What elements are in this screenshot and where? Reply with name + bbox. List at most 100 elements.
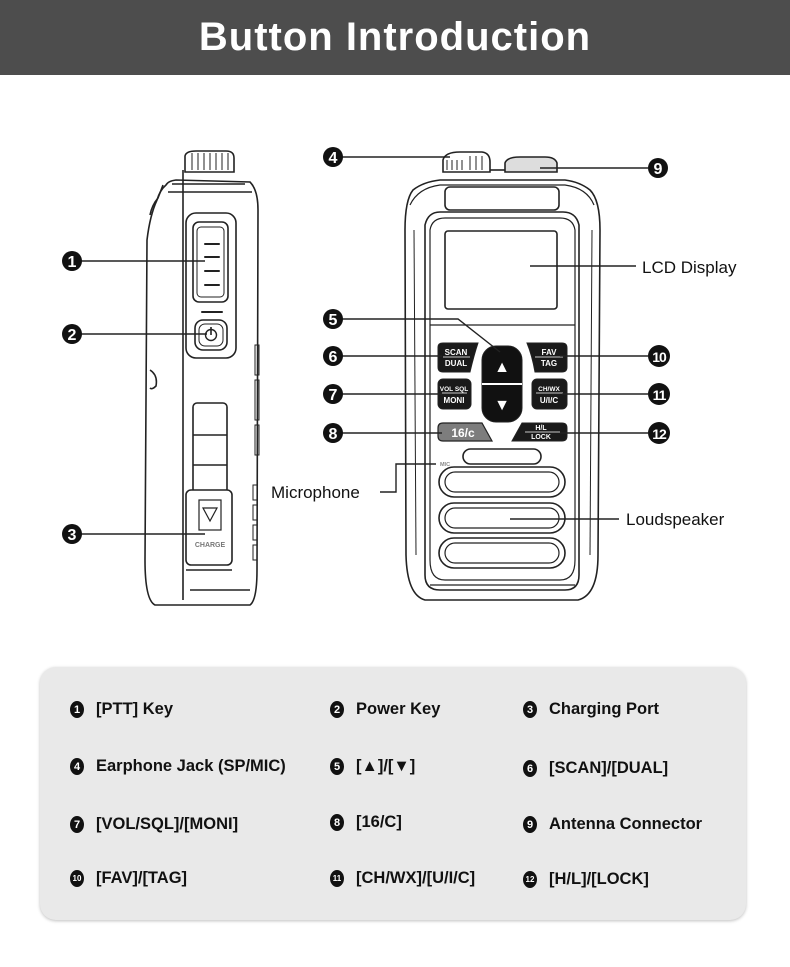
- legend-item-9: 9 Antenna Connector: [523, 815, 702, 834]
- charge-port-cover: [185, 489, 233, 566]
- vol-sql-label: VOL SQL: [440, 386, 468, 393]
- legend-number: 10: [70, 870, 84, 887]
- moni-label: MONI: [444, 396, 465, 405]
- microphone-label: Microphone: [271, 483, 360, 502]
- svg-text:3: 3: [68, 527, 77, 544]
- legend-label: [FAV]/[TAG]: [96, 869, 188, 887]
- legend-label: Power Key: [356, 700, 441, 718]
- legend-number: 1: [70, 701, 84, 718]
- legend-label: [H/L]/[LOCK]: [549, 870, 649, 888]
- legend-number: 3: [523, 701, 537, 718]
- lcd-display-label: LCD Display: [642, 258, 737, 277]
- legend-item-1: 1 [PTT] Key: [70, 700, 173, 719]
- callout-badges: 1 2 3 4 9 5 6 7 8 10 11 12: [62, 147, 670, 544]
- callout-lines: [80, 156, 648, 535]
- callout-9: 9: [648, 158, 668, 178]
- svg-text:5: 5: [329, 312, 338, 329]
- callout-6: 6: [323, 346, 343, 366]
- legend-number: 12: [523, 871, 537, 888]
- speaker-slot-2: [438, 502, 566, 534]
- callout-4: 4: [323, 147, 343, 167]
- legend-item-12: 12 [H/L]/[LOCK]: [523, 870, 649, 889]
- fav-tag-key: [526, 342, 568, 373]
- legend-label: [VOL/SQL]/[MONI]: [96, 815, 239, 833]
- callout-12: 12: [648, 422, 670, 444]
- tag-label: TAG: [541, 359, 557, 368]
- legend-number: 5: [330, 758, 344, 775]
- fav-label: FAV: [542, 348, 558, 357]
- legend-label: [16/C]: [356, 813, 402, 831]
- legend-number: 11: [330, 870, 344, 887]
- callout-7: 7: [323, 384, 343, 404]
- front-knob: [442, 151, 491, 173]
- legend-number: 7: [70, 816, 84, 833]
- ch16-key: [437, 422, 494, 442]
- svg-text:11: 11: [653, 387, 667, 403]
- callout-8: 8: [323, 423, 343, 443]
- lcd-display: [444, 230, 558, 310]
- legend-label: [PTT] Key: [96, 700, 174, 718]
- legend-number: 8: [330, 814, 344, 831]
- legend-label: Antenna Connector: [549, 815, 703, 833]
- legend-item-6: 6 [SCAN]/[DUAL]: [523, 759, 668, 778]
- ptt-frame: [185, 212, 237, 359]
- antenna-stub: [504, 156, 558, 173]
- legend-item-8: 8 [16/C]: [330, 813, 402, 832]
- up-arrow-icon: ▲: [494, 359, 510, 376]
- charge-triangle-icon: [201, 507, 219, 523]
- callout-1: 1: [62, 251, 82, 271]
- svg-text:6: 6: [329, 349, 338, 366]
- speaker-slot-3: [438, 537, 566, 569]
- svg-text:4: 4: [329, 150, 338, 167]
- svg-text:12: 12: [652, 426, 667, 442]
- scan-label: SCAN: [445, 348, 468, 357]
- svg-text:2: 2: [68, 327, 77, 344]
- callout-11: 11: [648, 383, 670, 405]
- svg-text:1: 1: [68, 254, 77, 271]
- ch16-label: 16/c: [451, 426, 475, 440]
- legend-number: 2: [330, 701, 344, 718]
- legend-number: 6: [523, 760, 537, 777]
- dual-label: DUAL: [445, 359, 467, 368]
- svg-text:7: 7: [329, 387, 338, 404]
- legend-item-10: 10 [FAV]/[TAG]: [70, 869, 187, 888]
- radio-side-view: CHARGE: [144, 150, 260, 606]
- legend-item-4: 4 Earphone Jack (SP/MIC): [70, 757, 286, 776]
- lock-label: LOCK: [531, 434, 551, 441]
- loudspeaker-label: Loudspeaker: [626, 510, 725, 529]
- legend-label: [SCAN]/[DUAL]: [549, 759, 669, 777]
- legend-label: Earphone Jack (SP/MIC): [96, 757, 286, 775]
- legend-item-7: 7 [VOL/SQL]/[MONI]: [70, 815, 238, 834]
- chwx-label: CH/WX: [538, 386, 560, 393]
- ptt-key: [192, 221, 229, 303]
- header-banner: Button Introduction: [0, 0, 790, 75]
- callout-2: 2: [62, 324, 82, 344]
- callout-3: 3: [62, 524, 82, 544]
- page-title: Button Introduction: [198, 15, 592, 59]
- legend-number: 4: [70, 758, 84, 775]
- svg-text:9: 9: [654, 161, 663, 178]
- keypad: SCAN DUAL VOL SQL MONI 16/c ▲ ▼ FAV TAG …: [437, 342, 568, 468]
- legend-panel: 1 [PTT] Key 2 Power Key 3 Charging Port …: [40, 667, 746, 920]
- charge-label: CHARGE: [195, 542, 226, 549]
- legend-label: [CH/WX]/[U/I/C]: [356, 869, 476, 887]
- legend-item-3: 3 Charging Port: [523, 700, 659, 719]
- legend-label: [▲]/[▼]: [356, 757, 416, 775]
- svg-text:10: 10: [652, 349, 667, 365]
- down-arrow-icon: ▼: [494, 397, 510, 414]
- legend-item-5: 5 [▲]/[▼]: [330, 757, 415, 776]
- legend-label: Charging Port: [549, 700, 659, 718]
- mic-tag: MIC: [440, 462, 450, 468]
- scan-dual-key: [437, 342, 479, 373]
- legend-item-2: 2 Power Key: [330, 700, 440, 719]
- speaker-slot-1: [438, 466, 566, 498]
- uic-label: U/I/C: [540, 396, 558, 405]
- legend-number: 9: [523, 816, 537, 833]
- hl-label: H/L: [535, 425, 547, 432]
- callout-5: 5: [323, 309, 343, 329]
- callout-10: 10: [648, 345, 670, 367]
- legend-item-11: 11 [CH/WX]/[U/I/C]: [330, 869, 475, 888]
- svg-text:8: 8: [329, 426, 338, 443]
- power-key: [194, 319, 228, 351]
